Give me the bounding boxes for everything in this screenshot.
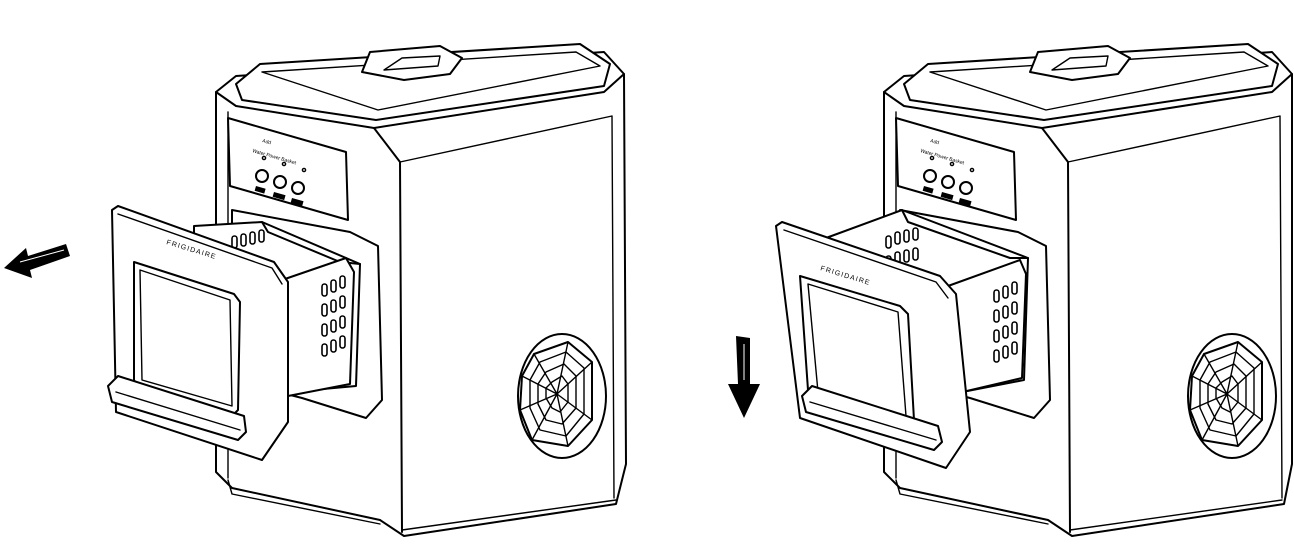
svg-text:Add: Add bbox=[929, 138, 939, 146]
basket-door-right: FRIGIDAIRE bbox=[775, 221, 971, 469]
pull-out-arrow bbox=[4, 244, 70, 278]
step-pull-basket-out: Add Water Power Basket bbox=[4, 43, 627, 537]
lid-handle-right bbox=[1029, 45, 1131, 81]
fan-vent-left bbox=[517, 333, 607, 459]
lid-handle-left bbox=[361, 45, 463, 81]
basket-door-left: FRIGIDAIRE bbox=[107, 205, 289, 461]
basket-slots-right bbox=[885, 227, 1018, 363]
lid-left bbox=[235, 43, 611, 121]
lid-right bbox=[903, 43, 1279, 121]
door-grip-left bbox=[107, 375, 247, 441]
control-panel-right: Add Water Power Basket bbox=[895, 117, 1017, 221]
control-panel-left: Add Water Power Basket bbox=[227, 117, 349, 221]
door-grip-right bbox=[801, 385, 943, 451]
lower-down-arrow bbox=[728, 336, 760, 418]
fan-vent-right bbox=[1187, 333, 1277, 459]
step-lift-basket-down: Add Water Power Basket bbox=[728, 43, 1293, 537]
svg-text:Add: Add bbox=[261, 138, 271, 146]
basket-slots-left bbox=[231, 229, 346, 357]
